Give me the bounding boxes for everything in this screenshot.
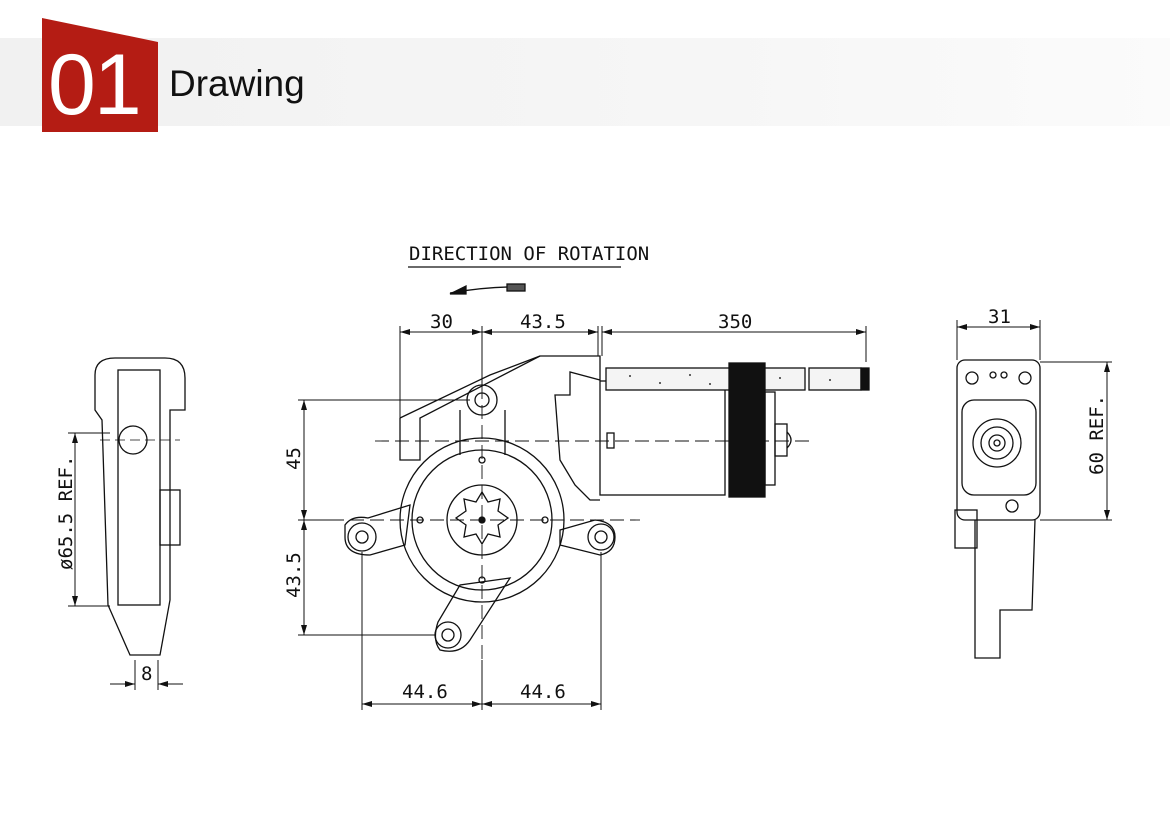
section-title: Drawing [169, 63, 305, 104]
header-band [0, 38, 1170, 126]
dim-top-right: 350 [718, 311, 752, 333]
dim-diameter: ø65.5 REF. [55, 456, 77, 570]
dim-width-right: 31 [988, 306, 1011, 328]
right-side-view: 31 60 REF. [954, 306, 1112, 659]
left-side-view: ø65.5 REF. 8 [55, 357, 186, 690]
front-view [330, 355, 870, 660]
direction-of-rotation: DIRECTION OF ROTATION [408, 243, 649, 295]
dim-height-right: 60 REF. [1086, 395, 1108, 475]
dim-top-mid: 43.5 [520, 311, 566, 333]
direction-label: DIRECTION OF ROTATION [409, 243, 649, 265]
dim-top-left: 30 [430, 311, 453, 333]
dim-left-lower: 43.5 [283, 552, 305, 598]
front-dimensions: 30 43.5 350 45 43.5 44.6 44.6 [283, 311, 867, 710]
motor-band [728, 362, 766, 498]
section-number: 01 [48, 37, 142, 133]
dim-bottom-left: 44.6 [402, 681, 448, 703]
dim-left-upper: 45 [283, 447, 305, 470]
output-gear-icon [454, 490, 510, 546]
dim-bottom-right: 44.6 [520, 681, 566, 703]
dim-width-left: 8 [141, 663, 152, 685]
